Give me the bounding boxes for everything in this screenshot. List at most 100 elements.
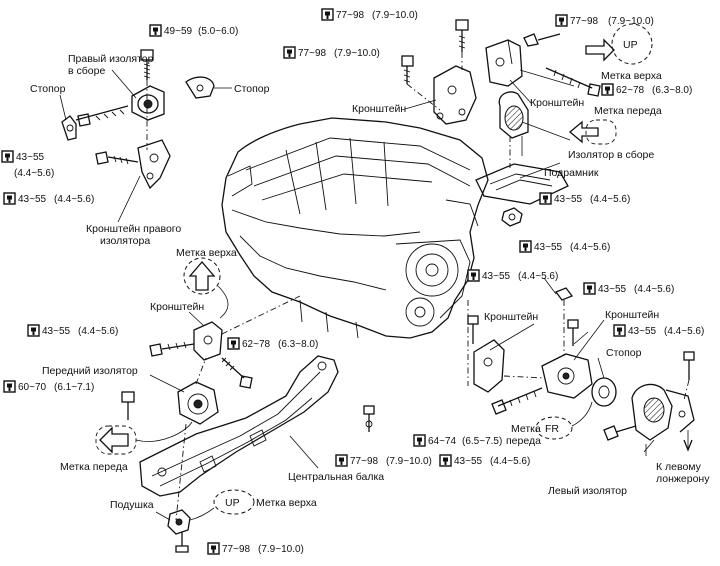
- svg-text:62~78: 62~78: [616, 85, 645, 96]
- stopper-rear-label: Стопор: [606, 347, 642, 359]
- svg-text:62~78: 62~78: [242, 339, 271, 350]
- torque-t10: 43~55 (4.4~5.6): [467, 269, 558, 282]
- svg-text:(5.0~6.0): (5.0~6.0): [198, 26, 238, 37]
- left-insulator-part-icon: [631, 383, 695, 441]
- torque-t14: 43~55 (4.4~5.6): [583, 282, 674, 295]
- insulator-assy-label: Изолятор в сборе: [568, 149, 654, 161]
- stopper-right-part-icon: [185, 76, 215, 99]
- torque-t4: 77~98 (7.9~10.0): [321, 8, 418, 21]
- right-insulator-assy-label: Правый изолятор в сборе: [68, 53, 156, 77]
- svg-text:64~74: 64~74: [428, 436, 457, 447]
- stopper-left-label: Стопор: [30, 83, 66, 95]
- svg-text:(4.4~5.6): (4.4~5.6): [54, 194, 94, 205]
- svg-text:(4.4~5.6): (4.4~5.6): [634, 284, 674, 295]
- svg-text:43~55: 43~55: [482, 271, 511, 282]
- right-insulator-bracket-label: Кронштейн правого изолятора: [86, 223, 184, 247]
- right-insulator-part-icon: [131, 85, 165, 121]
- wrench-icon: [519, 240, 532, 253]
- torque-t19: 77~98(7.9~10.0): [207, 542, 304, 555]
- svg-text:77~98: 77~98: [298, 48, 327, 59]
- bracket-left-label: Кронштейн: [150, 301, 204, 313]
- rear-bracket2-part-icon: [541, 353, 593, 399]
- bolt-icon: [363, 405, 375, 432]
- arrow-front-icon: [568, 119, 617, 145]
- svg-text:(4.4~5.6): (4.4~5.6): [590, 194, 630, 205]
- long-bolt-icon: [545, 67, 601, 97]
- torque-t5: 77~98 (7.9~10.0): [555, 14, 654, 27]
- fr-mark-badge: FR: [535, 416, 573, 440]
- bolt-icon: [523, 33, 561, 47]
- wrench-icon: [149, 24, 162, 37]
- left-bracket-part-icon: [193, 321, 223, 361]
- svg-text:77~98: 77~98: [336, 10, 365, 21]
- wrench-icon: [555, 14, 568, 27]
- left-insulator-group: FR: [467, 287, 695, 453]
- bolt-icon: [603, 425, 637, 441]
- bolt-icon: [140, 49, 154, 80]
- svg-text:(4.4~5.6): (4.4~5.6): [570, 242, 610, 253]
- long-bolt-icon: [221, 357, 253, 389]
- bolt-icon: [401, 55, 414, 84]
- wrench-icon: [413, 434, 426, 447]
- rear-bracket-part-icon: [473, 339, 505, 393]
- stopper-right-label: Стопор: [234, 83, 270, 95]
- wrench-icon: [467, 269, 480, 282]
- svg-text:(7.9~10.0): (7.9~10.0): [334, 48, 380, 59]
- bolt-icon: [121, 391, 135, 420]
- svg-text:60~70: 60~70: [18, 382, 47, 393]
- mark-front-top-label: Метка переда: [594, 105, 662, 117]
- stopper-rear-part-icon: [591, 377, 617, 407]
- wrench-icon: [3, 192, 16, 205]
- svg-text:(7.9~10.0): (7.9~10.0): [608, 16, 654, 27]
- up-mark-left-badge: [183, 257, 221, 295]
- upper-bracket-part-icon: [433, 65, 477, 125]
- bolt-icon: [683, 351, 695, 380]
- wrench-icon: [3, 380, 16, 393]
- subframe-part-icon: [475, 163, 569, 205]
- svg-text:77~98: 77~98: [570, 16, 599, 27]
- front-insulator-group: UP: [95, 257, 375, 553]
- wrench-icon: [439, 454, 452, 467]
- wrench-icon: [601, 83, 614, 96]
- labels: Правый изолятор в сборе Стопор Стопор Кр…: [30, 53, 710, 511]
- svg-text:(4.4~5.6): (4.4~5.6): [664, 326, 704, 337]
- svg-text:(6.1~7.1): (6.1~7.1): [54, 382, 94, 393]
- bolt-icon: [175, 532, 189, 553]
- center-beam-label: Центральная балка: [288, 471, 384, 483]
- torque-t17: 64~74(6.5~7.5): [413, 434, 502, 447]
- arrow-front-left-icon: [95, 425, 137, 455]
- torque-t3: 43~55 (4.4~5.6): [3, 192, 94, 205]
- wrench-icon: [613, 324, 626, 337]
- wrench-icon: [1, 150, 14, 163]
- torque-t9: 43~55 (4.4~5.6): [519, 240, 610, 253]
- torque-t7: 62~78 (6.3~8.0): [601, 83, 692, 96]
- front-insulator-part-icon: [177, 381, 219, 425]
- right-insulator-group: [61, 49, 232, 190]
- svg-text:(4.4~5.6): (4.4~5.6): [14, 168, 54, 179]
- svg-text:43~55: 43~55: [42, 326, 71, 337]
- bolt-icon: [554, 287, 574, 356]
- svg-text:(7.9~10.0): (7.9~10.0): [386, 456, 432, 467]
- up-mark-bottom-badge: UP: [213, 489, 255, 515]
- bolt-icon: [567, 319, 579, 346]
- arrow-up-icon: [585, 38, 615, 62]
- bracket-rear-label: Кронштейн: [484, 311, 538, 323]
- subframe-label: Подрамник: [544, 167, 599, 179]
- svg-text:(6.3~8.0): (6.3~8.0): [652, 85, 692, 96]
- svg-text:(4.4~5.6): (4.4~5.6): [518, 271, 558, 282]
- nut-icon: [501, 207, 523, 227]
- svg-text:(7.9~10.0): (7.9~10.0): [372, 10, 418, 21]
- svg-text:43~55: 43~55: [598, 284, 627, 295]
- svg-text:43~55: 43~55: [534, 242, 563, 253]
- wrench-icon: [227, 337, 240, 350]
- svg-text:43~55: 43~55: [18, 194, 47, 205]
- mark-up-bottom-label: Метка верха: [256, 497, 317, 509]
- upper-bracket-group: UP: [401, 19, 653, 227]
- torque-t15: 43~55(4.4~5.6): [613, 324, 704, 337]
- svg-text:43~55: 43~55: [554, 194, 583, 205]
- torque-t18: 43~55(4.4~5.6): [439, 454, 530, 467]
- bracket-right-top-label: Кронштейн: [530, 97, 584, 109]
- bracket-rear2-label: Кронштейн: [605, 309, 659, 321]
- mark-up-left-label: Метка верха: [176, 247, 237, 259]
- svg-text:77~98: 77~98: [222, 544, 251, 555]
